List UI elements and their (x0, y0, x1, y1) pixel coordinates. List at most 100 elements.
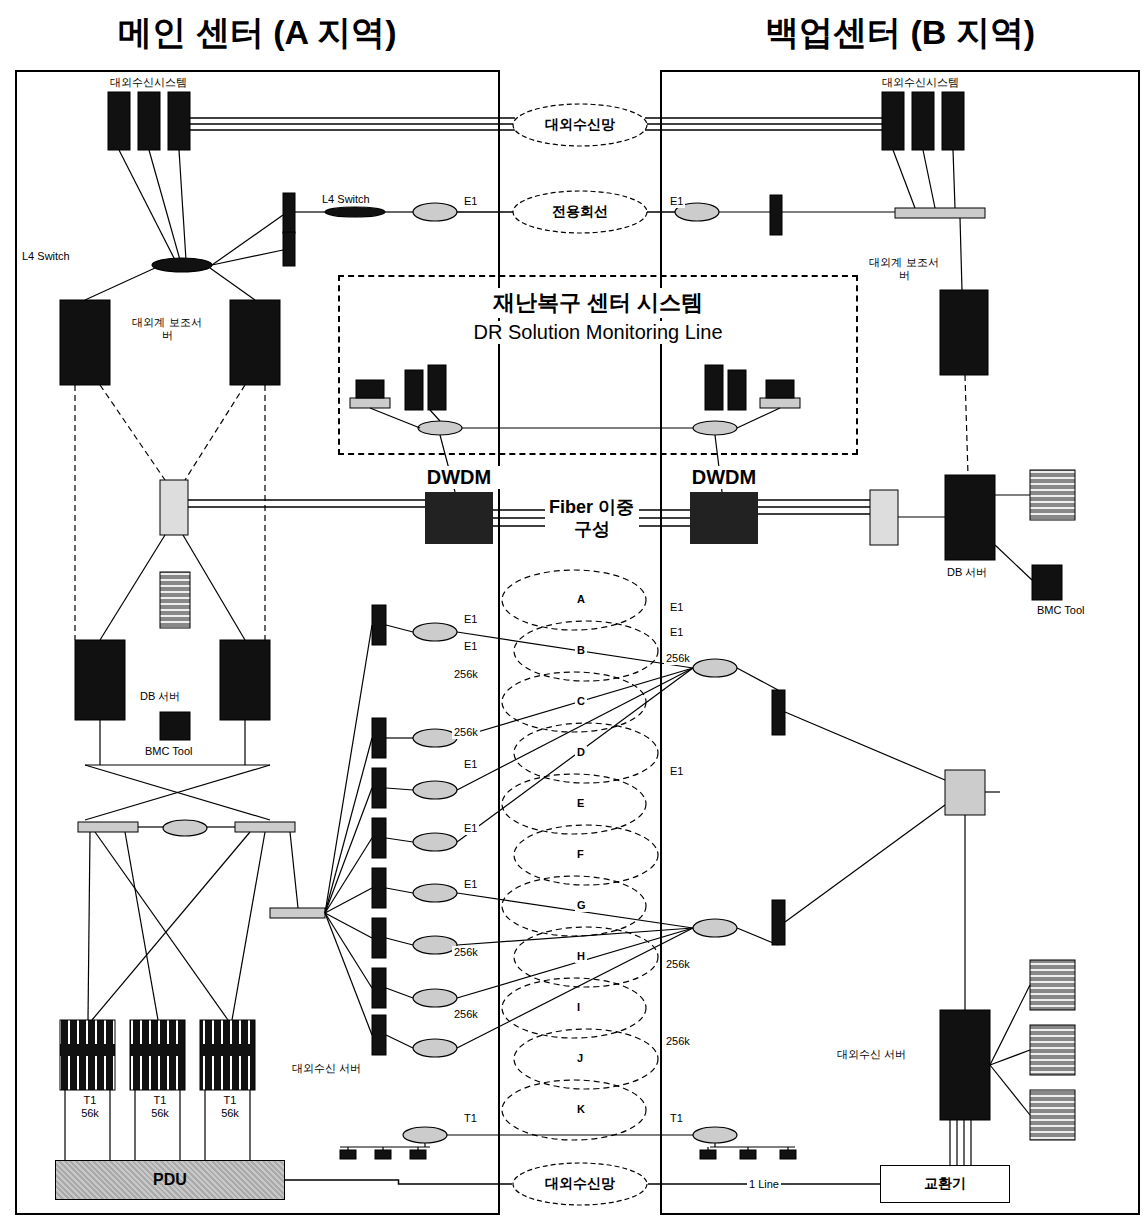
wire (710, 1146, 795, 1147)
callout-label: E1 (462, 878, 479, 891)
pdu-bar: PDU (55, 1160, 285, 1200)
wire (179, 150, 186, 260)
laptop (760, 398, 800, 408)
rack-server (912, 92, 934, 150)
wire (138, 826, 163, 827)
callout-label: E1 (668, 626, 685, 639)
line-letter: B (575, 644, 587, 657)
wire (340, 1146, 430, 1147)
wire (995, 545, 1032, 580)
network-cloud (502, 876, 646, 936)
wire (134, 1090, 135, 1160)
router-icon (403, 1127, 447, 1143)
callout-label: BMC Tool (1035, 604, 1086, 617)
callout-label: 256k (452, 726, 480, 739)
switch (235, 822, 295, 832)
terminal (375, 1150, 391, 1159)
network-cloud: 대외수신망 (512, 1162, 648, 1206)
wire (457, 211, 515, 213)
wire (645, 117, 882, 119)
wire (325, 625, 372, 913)
edge-label: 1 Line (747, 1178, 781, 1191)
firewall (372, 868, 386, 908)
wire (92, 832, 250, 1020)
bmc-unit (1032, 565, 1062, 600)
terminal (780, 1150, 796, 1159)
wire (457, 668, 693, 738)
wire (758, 513, 870, 515)
wire (737, 408, 780, 428)
region-title: 백업센터 (B 지역) (662, 10, 1138, 56)
network-cloud (502, 570, 646, 630)
router-icon (413, 729, 457, 747)
callout-label: BMC Tool (143, 745, 194, 758)
router-icon (693, 659, 737, 677)
laptop-screen (766, 380, 794, 398)
node-text: 교환기 (924, 1175, 966, 1193)
wire (417, 1147, 418, 1150)
wire (719, 211, 770, 212)
wire (386, 888, 413, 893)
wire (457, 668, 693, 842)
wire (149, 150, 180, 260)
rack-server (882, 92, 904, 150)
wire (964, 815, 965, 1010)
callout-label: 대외계 보조서버 (125, 316, 209, 342)
line-letter: H (575, 950, 587, 963)
node-text: 대외수신망 (545, 1175, 615, 1193)
node-text: PDU (153, 1171, 187, 1189)
wire (645, 123, 882, 125)
rack-server (108, 92, 130, 150)
line-letter: K (575, 1103, 587, 1116)
callout-label: 256k (452, 668, 480, 681)
network-cloud: 전용회선 (512, 190, 648, 234)
wire (325, 913, 372, 1035)
wire (758, 499, 870, 501)
wire (386, 938, 413, 945)
wire (85, 765, 270, 820)
wire (758, 506, 870, 508)
wire (204, 1090, 205, 1160)
router-icon (413, 781, 457, 799)
callout-label: 256k (452, 1008, 480, 1021)
cloud-shape (513, 191, 647, 233)
laptop (350, 398, 390, 408)
wire (125, 832, 158, 1020)
callout-label: T1 56k (75, 1094, 105, 1120)
wire (249, 1090, 250, 1160)
wire (747, 1147, 748, 1150)
exchange-box: 교환기 (880, 1165, 1010, 1203)
wire (188, 506, 425, 508)
router-icon (413, 936, 457, 954)
wire (100, 385, 165, 480)
l4-switch (325, 207, 385, 217)
wire (74, 385, 75, 640)
node-text: DWDM (415, 466, 503, 489)
edge-label: Fiber 이중구성 (545, 496, 639, 540)
callout-label: 256k (664, 1035, 692, 1048)
wire (462, 427, 693, 428)
firewall (372, 1015, 386, 1055)
network-cloud (502, 1080, 646, 1140)
wire (457, 668, 693, 790)
wire (990, 985, 1030, 1065)
line-letter: D (575, 746, 587, 759)
storage (1030, 470, 1075, 520)
wire (64, 1090, 65, 1160)
callout-label: E1 (462, 758, 479, 771)
wire (295, 211, 325, 212)
wire (737, 668, 778, 690)
callout-label: DB 서버 (138, 690, 182, 703)
core-switch (945, 770, 985, 815)
callout-label: 대외계 보조서버 (866, 256, 942, 282)
callout-label: T1 56k (215, 1094, 245, 1120)
wire (386, 737, 413, 738)
node-text: 재난복구 센터 시스템 (490, 288, 706, 318)
wire (386, 1035, 413, 1048)
callout-label: 대외수신 서버 (835, 1048, 908, 1061)
callout-label: E1 (462, 613, 479, 626)
network-cloud (502, 672, 646, 732)
callout-label: E1 (668, 195, 685, 208)
